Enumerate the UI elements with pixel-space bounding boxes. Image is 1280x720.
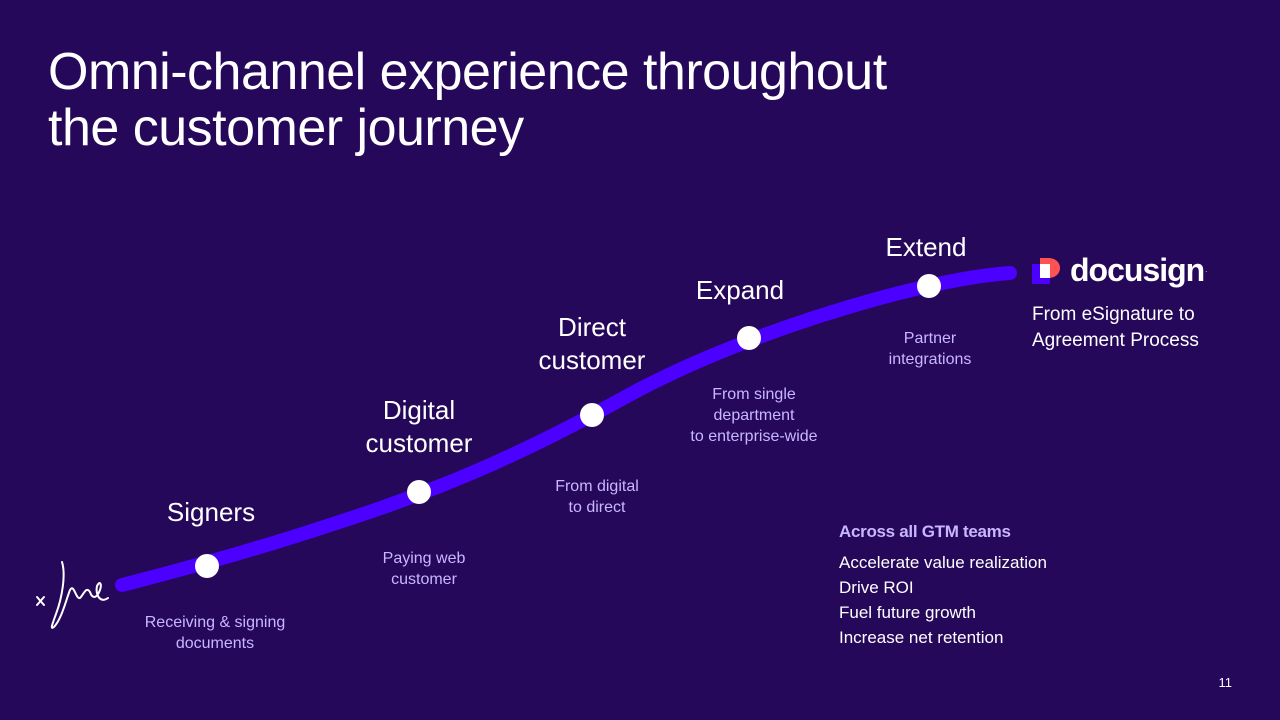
stage-label-expand: Expand — [680, 274, 800, 307]
x-signature-icon — [36, 561, 109, 629]
gtm-list-item: Accelerate value realization — [839, 553, 1047, 572]
page-number: 11 — [1218, 675, 1233, 690]
brand-tagline: From eSignature to Agreement Process — [1032, 302, 1199, 354]
gtm-list-item: Increase net retention — [839, 628, 1004, 647]
docusign-mark-icon — [1032, 257, 1060, 284]
stage-node-extend — [917, 274, 941, 298]
title-line-2: the customer journey — [48, 99, 524, 157]
brand-tagline-line: Agreement Process — [1032, 330, 1199, 351]
title-line-1: Omni-channel experience throughout — [48, 43, 887, 101]
stage-node-digital-customer — [407, 480, 431, 504]
stage-node-signers — [195, 554, 219, 578]
gtm-list-item: Drive ROI — [839, 578, 914, 597]
gtm-list: Accelerate value realization Drive ROI F… — [839, 550, 1047, 650]
stage-desc-expand: From single department to enterprise-wid… — [690, 386, 818, 445]
stage-label-text: Signers — [166, 497, 256, 527]
page-title: Omni-channel experience throughout the c… — [48, 44, 1048, 156]
brand-tagline-line: From eSignature to — [1032, 304, 1195, 325]
gtm-heading: Across all GTM teams — [839, 522, 1011, 541]
stage-label-text: Extend — [885, 232, 967, 262]
stage-desc-direct-customer: From digital to direct — [555, 478, 639, 516]
stage-label-text: Direct — [558, 312, 626, 342]
stage-label-text: Digital — [382, 395, 456, 425]
stage-node-expand — [737, 326, 761, 350]
stage-label-signers: Signers — [151, 496, 271, 529]
journey-path — [115, 266, 1017, 592]
stage-label-text: Expand — [695, 275, 785, 305]
gtm-section: Across all GTM teams Accelerate value re… — [839, 522, 1047, 650]
stage-label-direct-customer: Direct customer — [522, 311, 662, 377]
stage-node-direct-customer — [580, 403, 604, 427]
trademark-mark: . — [1205, 267, 1208, 274]
stage-label-digital-customer: Digital customer — [349, 394, 489, 460]
stage-desc-digital-customer: Paying web customer — [382, 550, 466, 588]
stage-label-text: customer — [365, 428, 473, 458]
stage-desc-signers: Receiving & signing documents — [144, 614, 286, 652]
stage-label-text: customer — [538, 345, 646, 375]
stage-label-extend: Extend — [866, 231, 986, 264]
stage-desc-extend: Partner integrations — [888, 330, 972, 368]
gtm-list-item: Fuel future growth — [839, 603, 977, 622]
docusign-wordmark: docusign — [1070, 252, 1205, 288]
docusign-logo: docusign . — [1032, 252, 1207, 289]
